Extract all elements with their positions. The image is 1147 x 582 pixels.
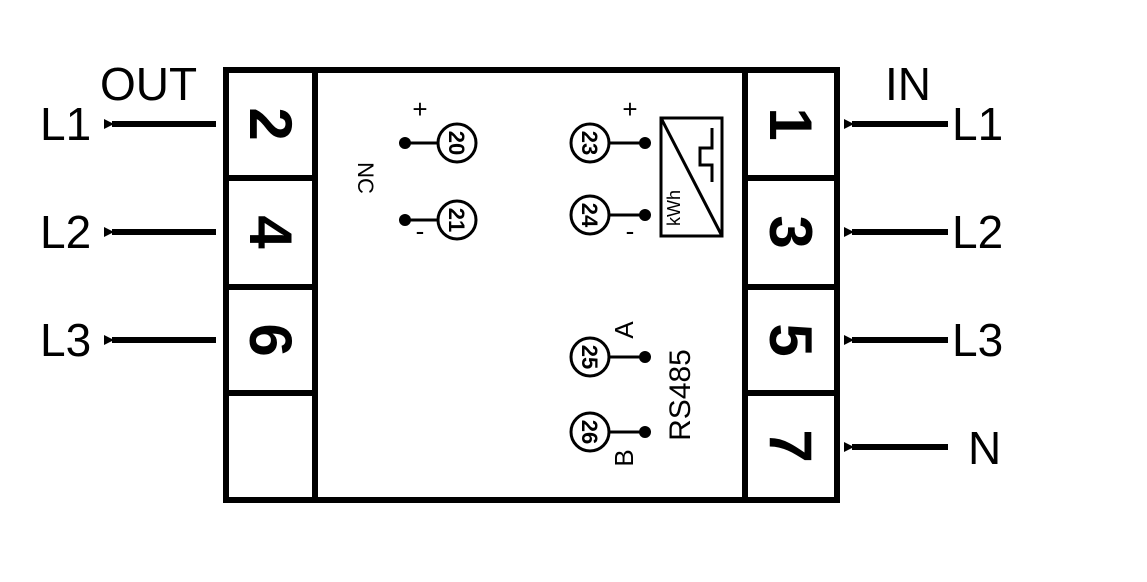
terminal-pulse_terminals-1: 24- (569, 194, 651, 246)
terminal-number: 25 (577, 345, 602, 369)
terminal-dot (639, 209, 651, 221)
terminal-number: 21 (444, 208, 469, 232)
terminal-number: 24 (577, 203, 602, 228)
out-label: OUT (100, 58, 197, 110)
in-l3-label: L3 (952, 314, 1003, 366)
svg-text:3: 3 (757, 215, 824, 248)
in-l1-label: L1 (952, 98, 1003, 150)
terminal-pulse_terminals-0: 23 + (569, 94, 651, 164)
right-terminal-3: 3 (757, 215, 824, 248)
terminal-circle (436, 122, 478, 164)
left-terminal-4: 4 (237, 215, 304, 249)
in-n-label: N (968, 422, 1001, 474)
terminal-sign: - (416, 216, 425, 246)
svg-text:6: 6 (237, 323, 304, 356)
terminal-nc_terminals-1: 21- (399, 199, 478, 246)
terminal-dot (639, 351, 651, 363)
terminal-dot (639, 426, 651, 438)
terminal-rs485_terminals-1: 26B (569, 411, 651, 467)
terminal-sign: B (609, 449, 639, 466)
left-terminal-2: 2 (237, 107, 304, 140)
out-l3-label: L3 (40, 314, 91, 366)
terminal-dot (399, 214, 411, 226)
nc-label: NC (353, 162, 378, 194)
in-l2-label: L2 (952, 206, 1003, 258)
terminal-circle (569, 122, 611, 164)
in-label: IN (885, 58, 931, 110)
svg-text:5: 5 (757, 323, 824, 356)
right-terminal-7: 7 (757, 429, 824, 462)
terminal-circle (569, 411, 611, 453)
terminal-sign: + (622, 94, 637, 124)
terminal-circle (569, 194, 611, 236)
svg-text:4: 4 (237, 215, 304, 249)
right-terminal-1: 1 (757, 107, 824, 140)
terminal-nc_terminals-0: 20 + (399, 94, 478, 164)
terminal-circle (436, 199, 478, 241)
rs485-label: RS485 (664, 349, 697, 441)
pulse-output-symbol (659, 116, 724, 238)
svg-text:7: 7 (757, 429, 824, 462)
svg-text:2: 2 (237, 107, 304, 140)
terminal-sign: - (626, 216, 635, 246)
svg-text:1: 1 (757, 107, 824, 140)
terminal-number: 20 (444, 131, 469, 155)
kwh-label: kWh (664, 190, 684, 226)
terminal-number: 26 (577, 420, 602, 444)
out-l2-label: L2 (40, 206, 91, 258)
terminal-sign: + (412, 94, 427, 124)
terminal-dot (399, 137, 411, 149)
terminal-sign: A (609, 321, 639, 339)
terminal-number: 23 (577, 131, 602, 155)
terminal-rs485_terminals-0: 25 A (569, 321, 651, 378)
out-l1-label: L1 (40, 98, 91, 150)
terminal-circle (569, 336, 611, 378)
right-terminal-5: 5 (757, 323, 824, 356)
left-terminal-6: 6 (237, 323, 304, 356)
terminal-dot (639, 137, 651, 149)
